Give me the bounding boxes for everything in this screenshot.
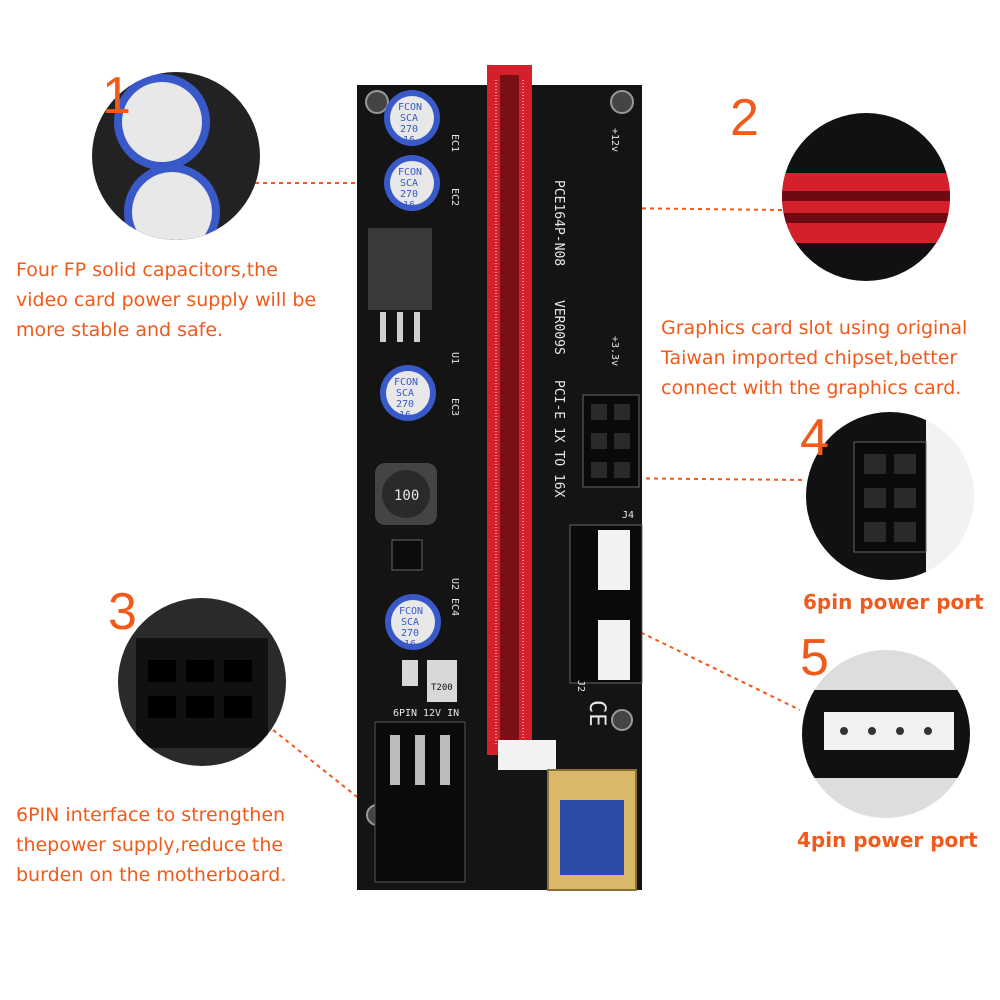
callout-text-3: 6PIN interface to strengthen thepower su… [16, 804, 287, 886]
fuse [427, 660, 457, 702]
cap3-value: 270 [396, 399, 414, 410]
callout-number-5: 5 [800, 629, 829, 687]
callout-number-1: 1 [102, 67, 131, 125]
regulator-chip [391, 539, 423, 571]
callout-number-3: 3 [108, 583, 137, 641]
cap2-voltage: 16 [403, 200, 415, 211]
callout-text-5: 4pin power port [797, 828, 978, 852]
label-ec4: EC4 [449, 598, 460, 616]
capacitor-ec1 [384, 90, 440, 146]
callout-number-2: 2 [730, 89, 759, 147]
cap4-voltage: 16 [404, 639, 416, 650]
callout-text-4: 6pin power port [803, 590, 984, 614]
board-model-label: PCE164P-N08 [551, 180, 566, 266]
zoom-circle-6pin-interface [118, 598, 286, 766]
cap1-voltage: 16 [403, 135, 415, 146]
fuse-label: T200 [431, 683, 453, 693]
cap1-series: SCA [400, 113, 418, 124]
cap1-value: 270 [400, 124, 418, 135]
cap2-brand: FCON [398, 167, 422, 178]
slot-latch [498, 740, 556, 770]
label-u2: U2 [449, 578, 460, 590]
label-ec1: EC1 [449, 134, 460, 152]
cap3-series: SCA [396, 388, 414, 399]
diode [402, 660, 418, 686]
cap3-voltage: 16 [399, 410, 411, 421]
board-spec-label: PCI-E 1X TO 16X [551, 380, 566, 498]
label-12v-in: 12V IN [423, 708, 459, 719]
cap3-brand: FCON [394, 377, 418, 388]
mount-hole [365, 90, 389, 114]
mount-hole [611, 709, 633, 731]
callout-text-2: Graphics card slot using original Taiwan… [661, 317, 968, 399]
capacitor-ec4 [385, 594, 441, 650]
capacitor-ec2 [384, 155, 440, 211]
zoom-circle-slot [782, 113, 950, 281]
zoom-circle-6pin-port [806, 412, 974, 580]
callout-text-1: Four FP solid capacitors,the video card … [16, 259, 317, 341]
cap4-brand: FCON [399, 606, 423, 617]
capacitor-ec3 [380, 365, 436, 421]
label-6pin: 6PIN [393, 708, 417, 719]
label-j2: J2 [575, 680, 586, 692]
mount-hole [610, 90, 634, 114]
cap1-brand: FCON [398, 102, 422, 113]
inductor-label: 100 [394, 488, 419, 504]
label-33v: +3.3v [609, 336, 620, 366]
label-ec3: EC3 [449, 398, 460, 416]
board-brand-label: VER009S [551, 300, 566, 355]
ce-mark: CE [584, 700, 609, 727]
cap2-series: SCA [400, 178, 418, 189]
zoom-circle-4pin-port [802, 650, 970, 818]
label-12v: +12v [609, 128, 620, 152]
mosfet [368, 228, 432, 310]
cap2-value: 270 [400, 189, 418, 200]
label-ec2: EC2 [449, 188, 460, 206]
zoom-circle-capacitors [92, 72, 260, 240]
cap4-series: SCA [401, 617, 419, 628]
label-j4: J4 [622, 510, 634, 521]
label-u1: U1 [449, 352, 460, 364]
callout-number-4: 4 [800, 409, 829, 467]
cap4-value: 270 [401, 628, 419, 639]
